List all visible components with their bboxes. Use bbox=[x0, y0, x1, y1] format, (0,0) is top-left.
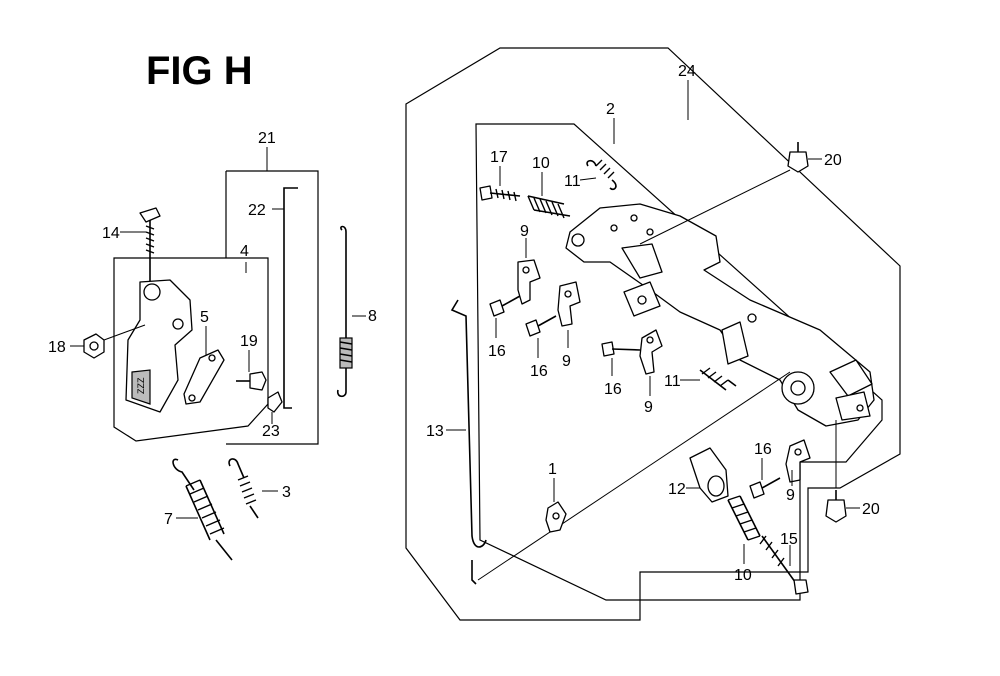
label-9-b: 9 bbox=[562, 353, 571, 370]
screw-16-a bbox=[489, 295, 521, 317]
label-12: 12 bbox=[668, 481, 686, 498]
sleeve-12 bbox=[689, 447, 729, 503]
link-plate-5 bbox=[183, 349, 225, 405]
bolt-17 bbox=[479, 185, 521, 202]
label-21: 21 bbox=[258, 130, 276, 147]
label-15: 15 bbox=[780, 531, 798, 548]
label-23: 23 bbox=[262, 423, 280, 440]
assembly-outline-2 bbox=[475, 123, 883, 601]
bolt-19 bbox=[236, 371, 267, 391]
nut-20-top bbox=[787, 142, 809, 173]
label-16-d: 16 bbox=[754, 441, 772, 458]
clamp-9-c bbox=[639, 329, 663, 375]
screw-16-d bbox=[749, 477, 781, 499]
label-24: 24 bbox=[678, 63, 696, 80]
nut-20-right bbox=[825, 490, 847, 523]
spring-11-top bbox=[586, 159, 617, 191]
nut-18 bbox=[83, 333, 105, 359]
label-9-d: 9 bbox=[786, 487, 795, 504]
label-5: 5 bbox=[200, 309, 209, 326]
rod-13 bbox=[450, 299, 487, 585]
label-1: 1 bbox=[548, 461, 557, 478]
spring-7 bbox=[172, 458, 233, 561]
label-3: 3 bbox=[282, 484, 291, 501]
rod-22 bbox=[283, 187, 298, 409]
assembly-outline-24 bbox=[405, 47, 901, 621]
main-bracket-2 bbox=[565, 203, 875, 427]
label-2: 2 bbox=[606, 101, 615, 118]
label-8: 8 bbox=[368, 308, 377, 325]
spring-10-lower bbox=[727, 495, 761, 541]
label-7: 7 bbox=[164, 511, 173, 528]
label-13: 13 bbox=[426, 423, 444, 440]
clip-1 bbox=[545, 501, 567, 533]
label-11-lower: 11 bbox=[664, 373, 681, 390]
label-11-top: 11 bbox=[564, 173, 581, 190]
clamp-9-b bbox=[557, 281, 581, 327]
assembly-outline-21 bbox=[226, 170, 319, 445]
label-9-a: 9 bbox=[520, 223, 529, 240]
clamp-9-a bbox=[517, 259, 541, 305]
label-16-b: 16 bbox=[530, 363, 548, 380]
label-20-top: 20 bbox=[824, 152, 842, 169]
label-20-right: 20 bbox=[862, 501, 880, 518]
clamp-9-d bbox=[785, 439, 811, 483]
label-4: 4 bbox=[240, 243, 249, 260]
label-9-c: 9 bbox=[644, 399, 653, 416]
svg-text:ZZZ: ZZZ bbox=[136, 377, 146, 394]
spring-3 bbox=[228, 458, 259, 519]
screw-16-b bbox=[525, 315, 557, 337]
label-10-top: 10 bbox=[532, 155, 550, 172]
spring-10-top bbox=[527, 195, 571, 219]
spring-8 bbox=[336, 225, 353, 398]
assembly-outline-4 bbox=[113, 257, 269, 442]
label-17: 17 bbox=[490, 149, 508, 166]
label-10-lower: 10 bbox=[734, 567, 752, 584]
label-19: 19 bbox=[240, 333, 258, 350]
control-plate-4: ZZZ bbox=[125, 279, 193, 413]
spring-11-lower bbox=[699, 367, 737, 391]
label-14: 14 bbox=[102, 225, 120, 242]
label-16-c: 16 bbox=[604, 381, 622, 398]
label-18: 18 bbox=[48, 339, 66, 356]
figure-title: FIG H bbox=[146, 49, 253, 93]
screw-16-c bbox=[601, 341, 641, 357]
label-16-a: 16 bbox=[488, 343, 506, 360]
label-22: 22 bbox=[248, 202, 266, 219]
clip-23 bbox=[267, 391, 283, 413]
bolt-15 bbox=[759, 535, 809, 595]
bolt-14 bbox=[139, 207, 161, 284]
